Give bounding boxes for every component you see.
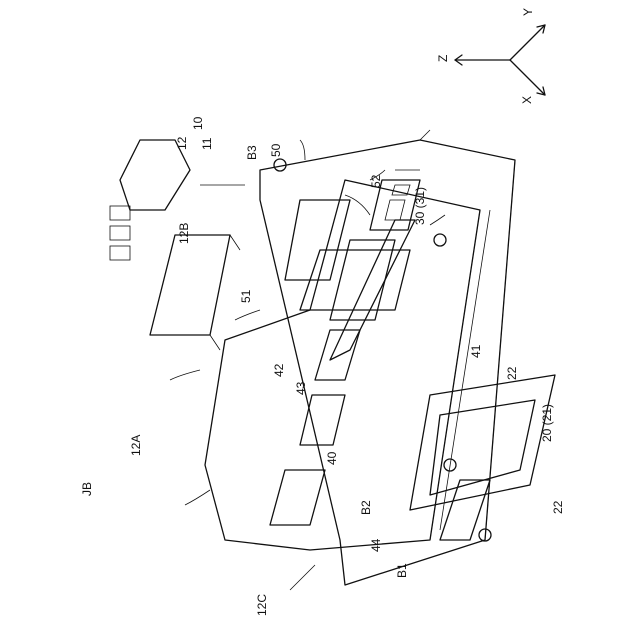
label-51: 51 [239,289,253,303]
label-42: 42 [272,363,286,377]
label-12b: 12B [177,223,191,244]
coordinate-axes [455,25,545,95]
reference-labels: 10 12 11 12B 12A 12C JB B3 50 52 30 (31)… [80,116,565,616]
label-20: 20 (21) [540,404,554,442]
label-44: 44 [369,538,383,552]
lower-housing-11 [260,130,555,585]
label-43: 43 [294,381,308,395]
axis-labels: Y Z X [436,8,535,104]
label-40: 40 [325,451,339,465]
axis-label-y: Y [521,8,535,16]
label-jb: JB [80,482,94,496]
label-12a: 12A [129,435,143,456]
leader-lines [170,140,445,590]
label-22b: 22 [551,500,565,514]
label-b1: B1 [395,563,409,578]
axis-label-z: Z [436,55,450,62]
label-50: 50 [269,143,283,157]
label-11: 11 [200,137,214,150]
label-b2: B2 [359,500,373,515]
label-12: 12 [175,136,189,150]
label-b3: B3 [245,145,259,160]
label-12c: 12C [255,594,269,616]
label-52: 52 [369,174,383,188]
label-10: 10 [191,116,205,130]
axis-label-x: X [520,96,534,104]
label-22a: 22 [505,366,519,380]
label-41: 41 [469,344,483,358]
label-30: 30 (31) [413,187,427,225]
